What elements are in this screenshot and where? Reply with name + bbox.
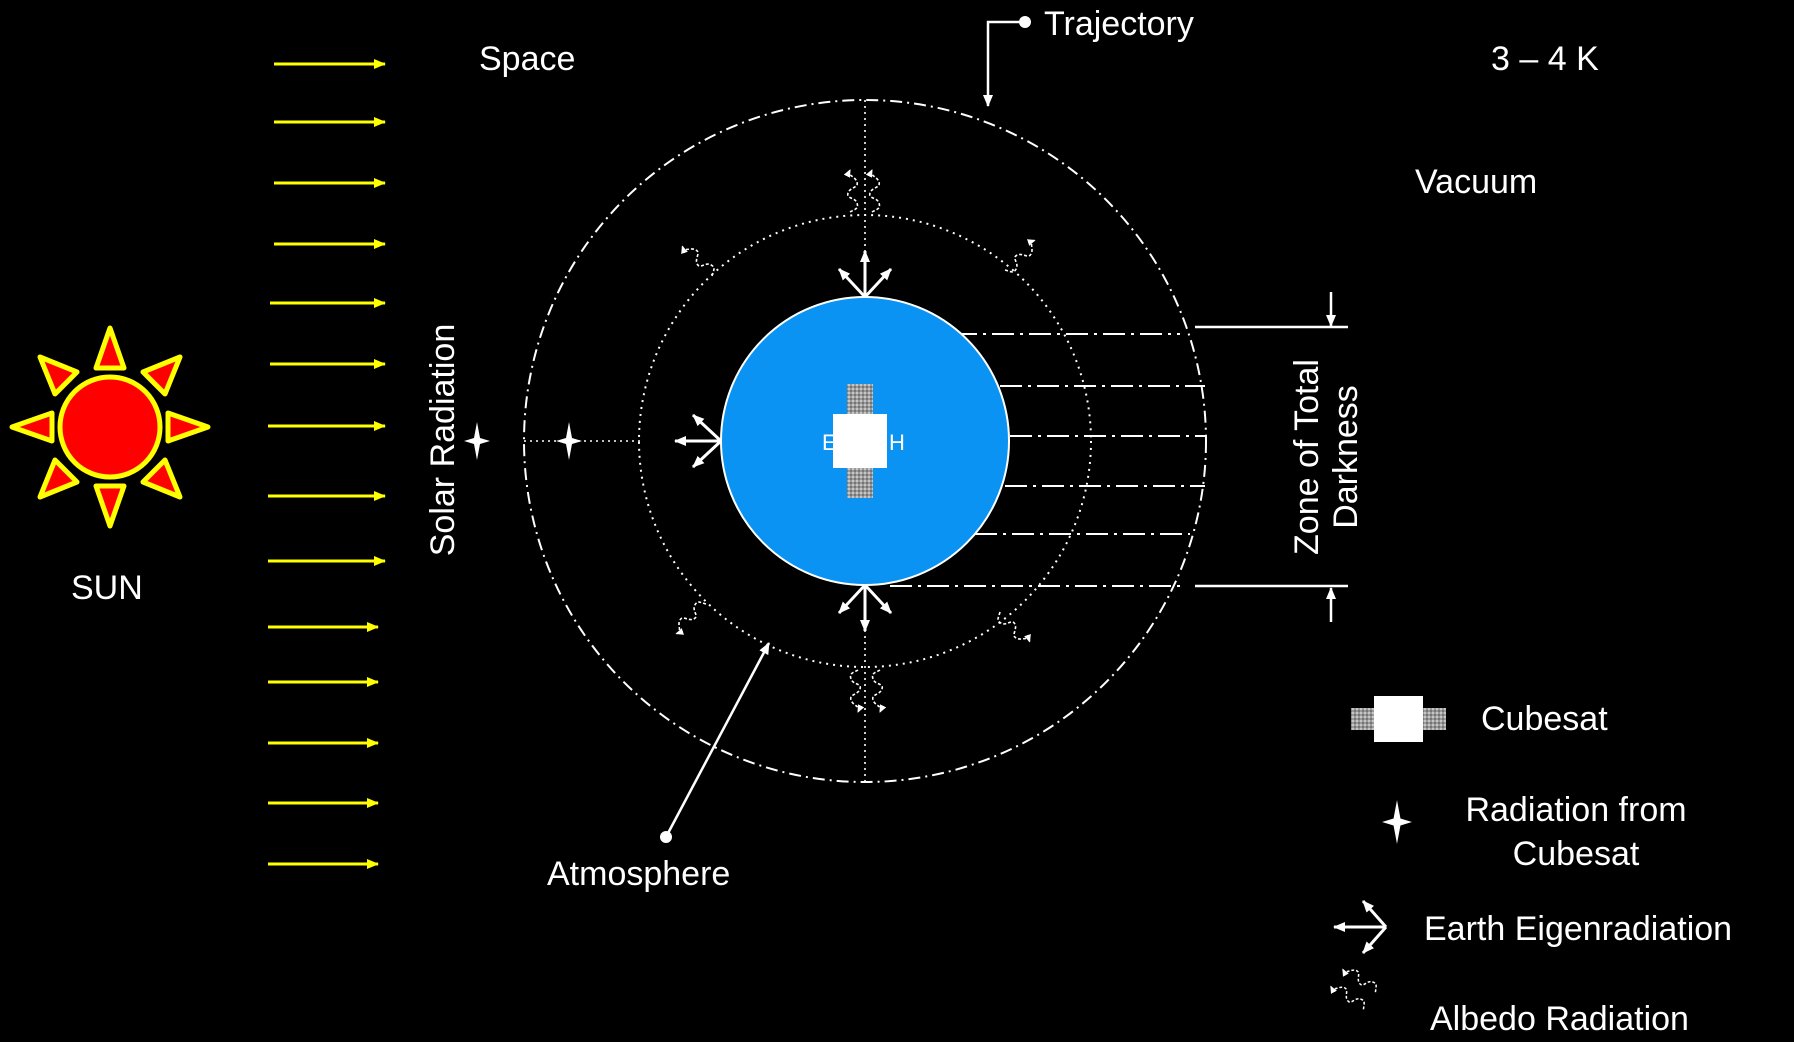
zone-label-line1: Zone of Total <box>1287 359 1326 555</box>
solar-radiation-label: Solar Radiation <box>424 323 462 557</box>
legend-cubesat-icon <box>1351 696 1446 742</box>
legend-radiation-icon <box>1382 800 1412 844</box>
legend-eigen-icon <box>1333 900 1388 954</box>
temperature-label: 3 – 4 K <box>1491 40 1599 78</box>
cubesat-icon <box>833 384 887 498</box>
sun-icon <box>9 325 211 529</box>
cubesat-radiation-stars <box>464 422 582 460</box>
sun-label: SUN <box>71 569 143 607</box>
earth-label-right: H <box>889 430 905 455</box>
shadow-lines <box>890 325 1348 588</box>
trajectory-pointer <box>983 16 1031 107</box>
atmosphere-pointer <box>660 642 771 843</box>
legend-eigen-label: Earth Eigenradiation <box>1424 910 1733 948</box>
legend-radiation-label: Radiation from Cubesat <box>1465 788 1686 876</box>
zone-label-line2: Darkness <box>1327 385 1365 529</box>
space-label: Space <box>479 40 576 78</box>
legend-radiation-line1: Radiation from <box>1465 791 1687 829</box>
zone-of-total-darkness-label: Zone of Total Darkness <box>1288 359 1366 555</box>
legend-radiation-line2: Cubesat <box>1512 835 1640 874</box>
legend-cubesat-label: Cubesat <box>1481 700 1608 738</box>
vacuum-label: Vacuum <box>1415 163 1538 201</box>
legend-albedo-icon <box>1330 963 1380 1011</box>
earth-label-left: E <box>822 430 837 455</box>
legend-albedo-label: Albedo Radiation <box>1430 1000 1689 1038</box>
trajectory-label: Trajectory <box>1044 5 1194 43</box>
solar-radiation-arrows <box>268 59 386 869</box>
atmosphere-label: Atmosphere <box>547 855 731 893</box>
